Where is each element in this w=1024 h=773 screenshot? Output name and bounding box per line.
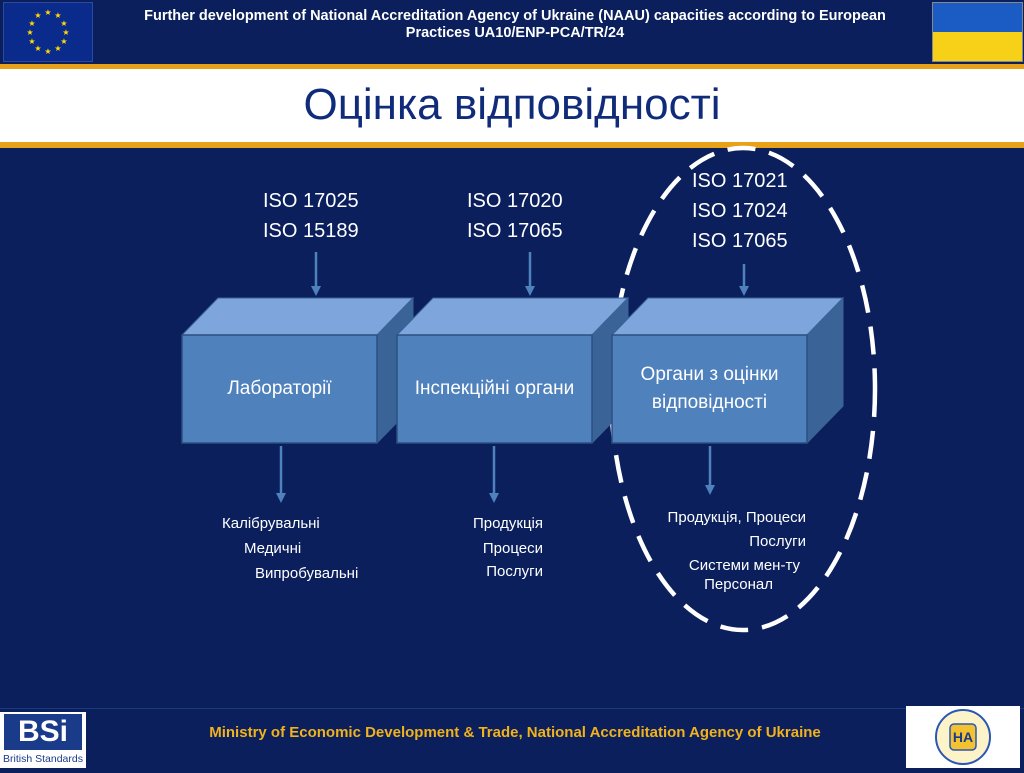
footer-divider (0, 708, 1024, 709)
project-header-text: Further development of National Accredit… (144, 8, 886, 41)
naau-logo-mark: НА (952, 729, 974, 745)
svg-text:★: ★ (44, 47, 51, 56)
footer-text: Ministry of Economic Development & Trade… (209, 724, 821, 741)
svg-text:★: ★ (34, 44, 41, 53)
standards-conformity: ISO 17021 ISO 17024 ISO 17065 (692, 166, 788, 256)
eu-flag-logo: ★ ★ ★ ★ ★ ★ ★ ★ ★ ★ ★ ★ (3, 2, 93, 62)
ukraine-flag-logo (932, 2, 1023, 62)
bsi-logo: BSi British Standards (0, 712, 86, 768)
laboratories-box-label: Лабораторії (227, 378, 332, 399)
gold-divider-top (0, 64, 1024, 69)
standards-inspection: ISO 17020 ISO 17065 (467, 186, 563, 246)
conformity-item-1: Продукція, Процеси (667, 509, 806, 526)
laboratory-type-3: Випробувальні (255, 565, 359, 582)
inspection-item-1: Продукція (473, 515, 543, 532)
svg-text:★: ★ (44, 8, 51, 17)
svg-text:★: ★ (28, 37, 35, 46)
bsi-logo-mark: BSi (4, 714, 82, 750)
svg-text:★: ★ (34, 11, 41, 20)
standard-label: ISO 15189 (263, 220, 359, 242)
svg-text:★: ★ (54, 44, 61, 53)
standard-label: ISO 17025 (263, 190, 359, 212)
inspection-bodies-box-shape (395, 296, 630, 445)
laboratory-type-2: Медичні (244, 540, 302, 557)
conformity-bodies-box-label: Органи з оцінки відповідності (640, 364, 779, 413)
conformity-item-4: Персонал (704, 576, 773, 593)
standard-label: ISO 17024 (692, 200, 788, 222)
standard-label: ISO 17065 (692, 230, 788, 252)
inspection-item-2: Процеси (482, 540, 543, 557)
page-title: Оцінка відповідності (303, 80, 721, 129)
standard-label: ISO 17065 (467, 220, 563, 242)
inspection-bodies-box-label: Інспекційні органи (414, 378, 575, 399)
gold-divider-bottom (0, 142, 1024, 148)
naau-logo: НА (906, 706, 1020, 768)
inspection-item-3: Послуги (486, 563, 543, 580)
standard-label: ISO 17020 (467, 190, 563, 212)
svg-text:★: ★ (26, 28, 33, 37)
conformity-bodies-box-shape (610, 296, 845, 445)
top-banner (0, 0, 1024, 64)
svg-text:★: ★ (60, 37, 67, 46)
title-band (0, 69, 1024, 142)
standard-label: ISO 17021 (692, 170, 788, 192)
svg-text:★: ★ (28, 19, 35, 28)
standards-laboratories: ISO 17025 ISO 15189 (263, 186, 359, 246)
svg-text:★: ★ (60, 19, 67, 28)
svg-text:★: ★ (62, 28, 69, 37)
svg-text:★: ★ (54, 11, 61, 20)
laboratory-type-1: Калібрувальні (222, 515, 320, 532)
bsi-logo-caption: British Standards (3, 753, 83, 765)
conformity-item-2: Послуги (749, 533, 806, 550)
conformity-item-3: Системи мен-ту (688, 557, 800, 574)
